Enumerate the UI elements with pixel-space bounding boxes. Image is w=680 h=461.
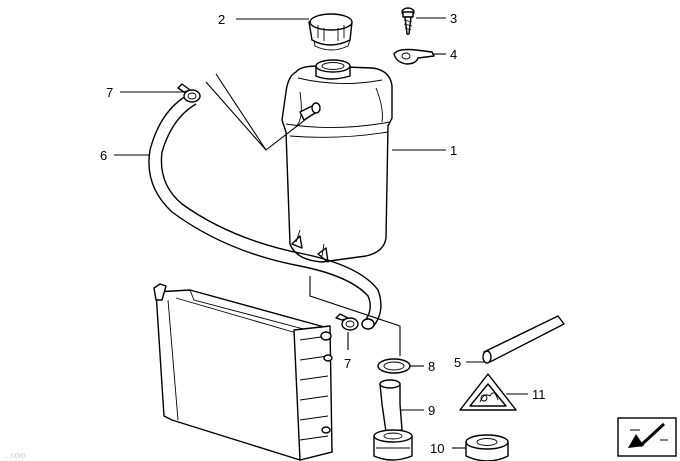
bracket [393, 48, 435, 65]
drain-adapter [373, 379, 413, 461]
rod [482, 315, 565, 364]
leader-cross-b [205, 81, 267, 151]
expansion-tank [281, 59, 393, 263]
watermark: ...com [4, 451, 26, 460]
callout-2: 2 [218, 12, 225, 27]
callout-7-lower: 7 [344, 356, 351, 371]
coolant-warning-triangle-icon [459, 373, 517, 411]
screw [401, 7, 415, 35]
coolant-hose [148, 95, 382, 330]
callout-7-upper: 7 [106, 85, 113, 100]
callout-10: 10 [430, 441, 444, 456]
callout-6: 6 [100, 148, 107, 163]
radiator [153, 283, 333, 461]
leader-radiator [309, 276, 401, 356]
callout-9: 9 [428, 403, 435, 418]
callout-4: 4 [450, 47, 457, 62]
diagonal-arrow-icon [617, 417, 677, 457]
sealing-ring [377, 358, 411, 374]
callout-3: 3 [450, 11, 457, 26]
callout-1: 1 [450, 143, 457, 158]
hose-clamp-upper [177, 83, 201, 103]
cap-nut [465, 434, 509, 461]
callout-5: 5 [454, 355, 461, 370]
hose-clamp-lower [335, 313, 359, 331]
callout-11: 11 [532, 387, 546, 402]
callout-8: 8 [428, 359, 435, 374]
filler-cap [308, 13, 353, 51]
